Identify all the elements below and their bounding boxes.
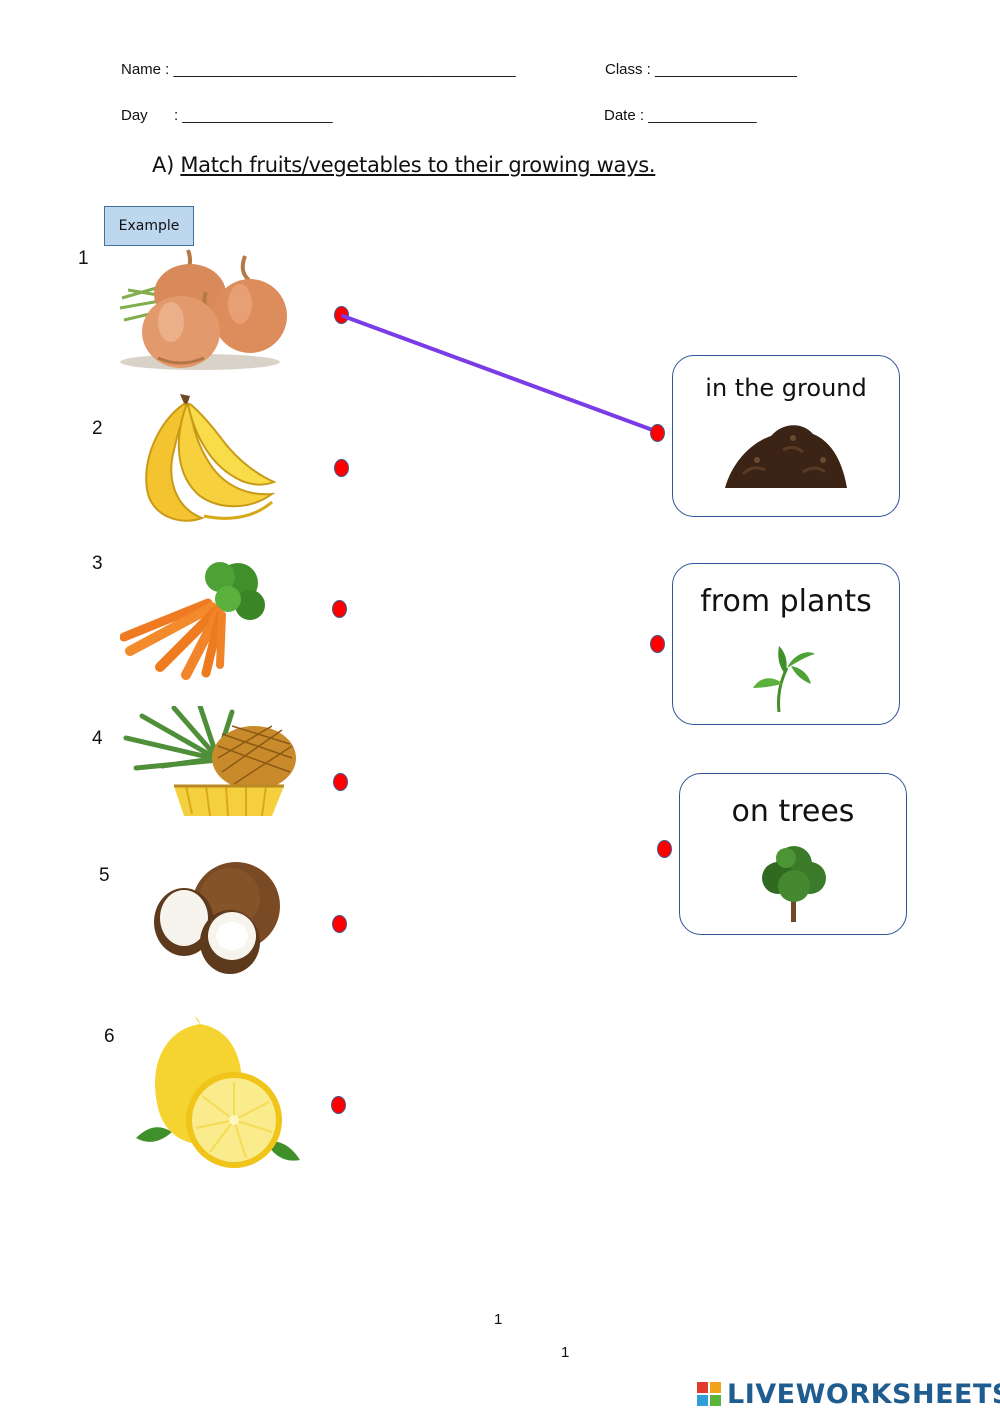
category-label-from-plants: from plants	[700, 584, 872, 619]
answer-dot-in-the-ground[interactable]	[650, 424, 665, 442]
category-card-on-trees: on trees	[679, 773, 907, 935]
date-label: Date :	[604, 107, 645, 124]
task-title: A) Match fruits/vegetables to their grow…	[152, 153, 656, 177]
name-line: ________________________________________…	[173, 61, 516, 78]
answer-dot-item-3[interactable]	[332, 600, 347, 618]
soil-icon	[725, 425, 847, 488]
date-line: _____________	[648, 107, 757, 124]
category-card-from-plants: from plants	[672, 563, 900, 725]
pineapple-icon	[123, 706, 296, 817]
answer-dot-item-2[interactable]	[334, 459, 349, 477]
sprout-icon	[753, 646, 815, 713]
coconut-icon	[154, 862, 280, 974]
page-number-secondary: 1	[561, 1344, 570, 1361]
item-number-5: 5	[99, 865, 110, 886]
name-field: Name : _________________________________…	[121, 61, 516, 78]
day-colon: :	[174, 107, 179, 124]
page-number: 1	[494, 1311, 503, 1328]
date-field: Date : _____________	[604, 107, 757, 124]
category-label-in-the-ground: in the ground	[705, 374, 867, 402]
banana-icon	[145, 394, 277, 522]
category-card-in-the-ground: in the ground	[672, 355, 900, 517]
class-label: Class :	[605, 61, 651, 78]
example-badge: Example	[104, 206, 194, 246]
answer-dot-item-4[interactable]	[333, 773, 348, 791]
liveworksheets-brand: LIVEWORKSHEETS	[697, 1376, 1000, 1412]
item-number-3: 3	[92, 553, 103, 574]
onion-icon	[119, 249, 287, 370]
day-label: Day	[121, 107, 148, 124]
task-instruction: Match fruits/vegetables to their growing…	[180, 153, 656, 177]
day-line: __________________	[182, 107, 333, 124]
task-marker: A)	[152, 153, 174, 177]
item-number-6: 6	[104, 1026, 115, 1047]
item-number-2: 2	[92, 418, 103, 439]
answer-dot-item-5[interactable]	[332, 915, 347, 933]
name-label: Name :	[121, 61, 170, 78]
class-line: _________________	[655, 61, 797, 78]
day-field: Day : __________________	[121, 107, 333, 124]
tree-icon	[762, 846, 826, 922]
answer-dot-from-plants[interactable]	[650, 635, 665, 653]
carrot-icon	[120, 562, 265, 680]
answer-dot-item-6[interactable]	[331, 1096, 346, 1114]
lemon-icon	[136, 1016, 300, 1168]
category-label-on-trees: on trees	[731, 794, 855, 829]
item-number-1: 1	[78, 248, 89, 269]
brand-name: LIVEWORKSHEETS	[727, 1378, 1000, 1410]
class-field: Class : _________________	[605, 61, 797, 78]
liveworksheets-logo-icon	[697, 1382, 721, 1406]
item-number-4: 4	[92, 728, 103, 749]
answer-dot-on-trees[interactable]	[657, 840, 672, 858]
